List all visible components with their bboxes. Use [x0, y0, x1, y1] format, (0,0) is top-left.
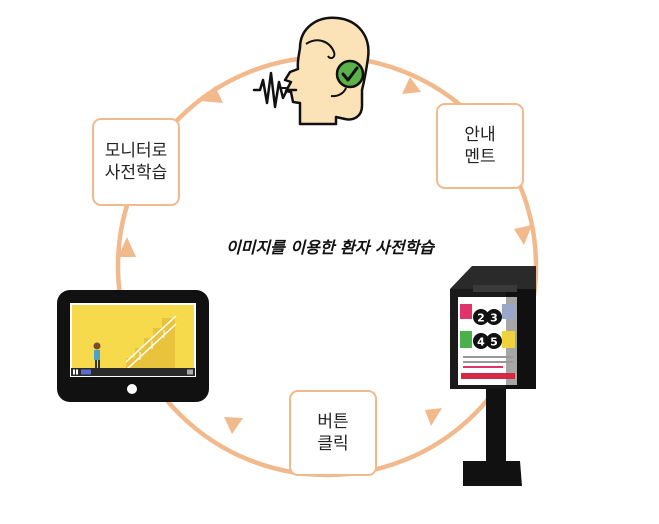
sound-wave-icon — [252, 71, 298, 109]
kiosk-button-label: 2 — [477, 312, 485, 325]
center-title: 이미지를 이용한 환자 사전학습 — [225, 238, 435, 257]
kiosk-button-label: 4 — [477, 336, 485, 349]
tablet-monitor-icon — [57, 290, 209, 402]
step-monitor-learning: 모니터로 사전학습 — [92, 118, 180, 206]
cycle-arrow-top-left — [200, 86, 223, 103]
check-circle-icon — [335, 59, 365, 89]
cycle-arrow-bottom-left — [224, 417, 243, 434]
cycle-arrow-right — [514, 225, 532, 245]
cycle-arrow-left — [118, 237, 136, 257]
step-label-line1: 버튼 — [317, 412, 349, 432]
kiosk-icon: 2 3 4 5 — [450, 266, 536, 486]
cycle-arrow-bottom-right — [425, 408, 442, 426]
speaking-head-icon — [283, 16, 370, 126]
step-label-line2: 사전학습 — [104, 163, 168, 183]
step-guide-announcement: 안내 멘트 — [436, 103, 524, 189]
cycle-arrow-top-right — [402, 77, 421, 94]
step-label-line1: 모니터로 — [104, 141, 168, 161]
step-label-line2: 멘트 — [464, 147, 496, 167]
step-label-line2: 클릭 — [317, 434, 349, 454]
kiosk-button-label: 5 — [490, 336, 498, 349]
kiosk-button-label: 3 — [490, 312, 498, 325]
step-label-line1: 안내 — [464, 125, 496, 145]
step-button-click: 버튼 클릭 — [289, 390, 377, 476]
